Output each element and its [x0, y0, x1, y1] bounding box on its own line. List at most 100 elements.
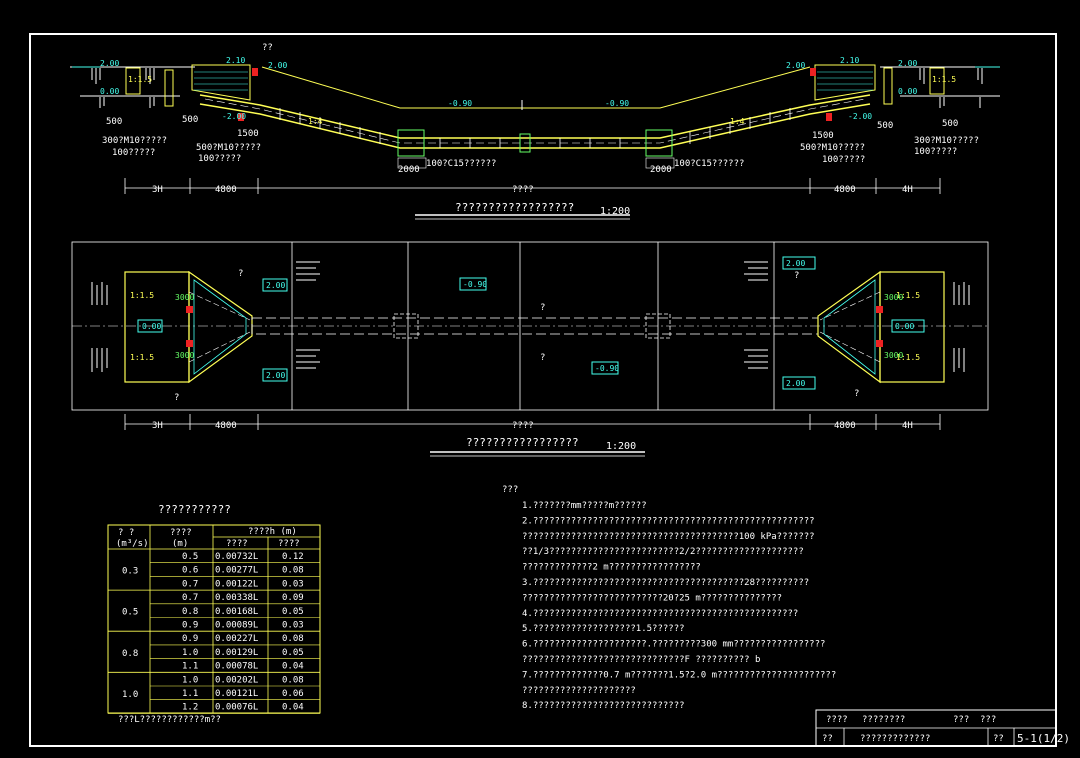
table-flow-value: 0.5: [122, 608, 138, 618]
elev-right-top-2: 2.00: [898, 59, 917, 68]
elev-left-top-2: 2.00: [268, 61, 287, 70]
dim-4800-left-plan: 4800: [215, 421, 237, 431]
note-line: 2.??????????????????????????????????????…: [522, 516, 815, 526]
table-cell: 0.00121L: [215, 689, 258, 699]
right-mat-2: 100?????: [914, 147, 957, 157]
dim-pipe-profile: ????: [512, 185, 534, 195]
slope-right: 1:1.5: [932, 75, 956, 84]
conc-left: 100?C15??????: [426, 159, 496, 169]
table-cell: 0.04: [282, 662, 304, 672]
note-line: 1.???????mm?????m??????: [522, 501, 647, 511]
th-d-a: ????: [170, 528, 192, 538]
table-cell: 0.09: [282, 593, 304, 603]
dim-4800-left-profile: 4800: [215, 185, 237, 195]
slope-pipe-left: 1:4: [308, 117, 323, 126]
dim-3h-plan: 3H: [152, 421, 163, 431]
right-mat-4: 100?????: [822, 155, 865, 165]
plan-slope-lb: 1:1.5: [130, 353, 154, 362]
note-line: 4.??????????????????????????????????????…: [522, 609, 798, 619]
plan-q-1: ?: [238, 269, 243, 279]
dim-top-width-left: 2.10: [226, 56, 245, 65]
note-line: 8.????????????????????????????: [522, 701, 685, 711]
table-cell: 1.0: [182, 648, 198, 658]
table-flow-value: 1.0: [122, 690, 138, 700]
table-cell: 0.00078L: [215, 662, 258, 672]
table-cell: 1.0: [182, 675, 198, 685]
table-cell: 0.00338L: [215, 593, 258, 603]
profile-view: 2.00 0.00 2.00 -2.00 -0.90 -0.90 2.00 2.…: [70, 43, 1000, 220]
conc-right: 100?C15??????: [674, 159, 744, 169]
table-cell: 0.00168L: [215, 607, 258, 617]
tb-r2c3: ??: [993, 734, 1004, 744]
note-line: ????????????????????????????????????????…: [522, 532, 815, 542]
left-mat-1: 300?M10?????: [102, 136, 167, 146]
th-q-b: (m³/s): [116, 539, 149, 549]
elev-right-inlet: -2.00: [848, 112, 872, 121]
dim-500-far-right: 500: [942, 119, 958, 129]
plan-elev-right-top: 2.00: [786, 259, 805, 268]
dim-500-right: 500: [877, 121, 893, 131]
dim-2000-right: 2000: [650, 165, 672, 175]
tb-r2c2: ?????????????: [860, 734, 930, 744]
left-mat-3: 500?M10?????: [196, 143, 261, 153]
table-cell: 0.7: [182, 579, 198, 589]
table-footnote: ???L????????????m??: [118, 715, 221, 725]
th-h: ????h (m): [248, 527, 297, 537]
table-title: ???????????: [158, 503, 231, 516]
slope-left: 1:1.5: [128, 75, 152, 84]
plan-q-2: ?: [540, 303, 545, 313]
plan-elev-left-mid: 0.00: [142, 322, 161, 331]
elev-right-top: 2.00: [786, 61, 805, 70]
note-line: ??????????????????????????????F ????????…: [522, 655, 760, 665]
tb-r1c1: ????: [826, 715, 848, 725]
plan-slope-rb: 1:1.5: [896, 353, 920, 362]
plan-scale: 1:200: [606, 441, 636, 452]
dim-pipe-plan: ????: [512, 421, 534, 431]
right-mat-1: 300?M10?????: [914, 136, 979, 146]
right-mat-3: 500?M10?????: [800, 143, 865, 153]
tb-r2c4: 5-1(1/2): [1017, 732, 1070, 745]
dim-4h-profile: 4H: [902, 185, 913, 195]
th-q-a: ? ?: [118, 528, 134, 538]
tb-r2c1: ??: [822, 734, 833, 744]
table-cell: 0.00076L: [215, 703, 258, 713]
dim-500-left: 500: [182, 115, 198, 125]
table-cell: 0.08: [282, 675, 304, 685]
dim-4800-right-plan: 4800: [834, 421, 856, 431]
note-line: 3.??????????????????????????????????????…: [522, 578, 809, 588]
elev-mid-left: -0.90: [448, 99, 472, 108]
table-cell: 0.12: [282, 552, 304, 562]
table-cell: 0.8: [182, 607, 198, 617]
plan-elev-left-bottom: 2.00: [266, 371, 285, 380]
hydraulic-table: ??????????? ? ? (m³/s) ???? (m) ????h (m…: [107, 503, 321, 725]
dim-1500-right: 1500: [812, 131, 834, 141]
dim-500-far-left: 500: [106, 117, 122, 127]
plan-elev-left-top: 2.00: [266, 281, 285, 290]
note-line: ?????????????2 m?????????????????: [522, 563, 701, 573]
table-cell: 0.5: [182, 552, 198, 562]
profile-title: ??????????????????: [455, 201, 574, 214]
dim-4800-right-profile: 4800: [834, 185, 856, 195]
table-cell: 0.7: [182, 593, 198, 603]
note-line: ??1/3????????????????????????2/2????????…: [522, 547, 804, 557]
table-flow-value: 0.3: [122, 567, 138, 577]
table-cell: 1.1: [182, 689, 198, 699]
table-cell: 0.6: [182, 566, 198, 576]
table-cell: 0.04: [282, 703, 304, 713]
table-cell: 0.00277L: [215, 566, 258, 576]
table-cell: 0.03: [282, 621, 304, 631]
plan-dim-3000-r1: 3000: [884, 293, 903, 302]
table-cell: 0.00227L: [215, 634, 258, 644]
th-d-b: (m): [172, 539, 188, 549]
plan-dim-3000-l2: 3000: [175, 351, 194, 360]
elev-mid-right: -0.90: [605, 99, 629, 108]
drawing-frame: [29, 33, 1057, 747]
tb-r1c4: ???: [980, 715, 996, 725]
plan-title: ?????????????????: [466, 436, 579, 449]
title-block: ???? ???????? ??? ??? ?? ????????????? ?…: [815, 709, 1070, 747]
elev-left-top: 2.00: [100, 59, 119, 68]
elev-left-inlet: -2.00: [222, 112, 246, 121]
table-cell: 0.00202L: [215, 675, 258, 685]
